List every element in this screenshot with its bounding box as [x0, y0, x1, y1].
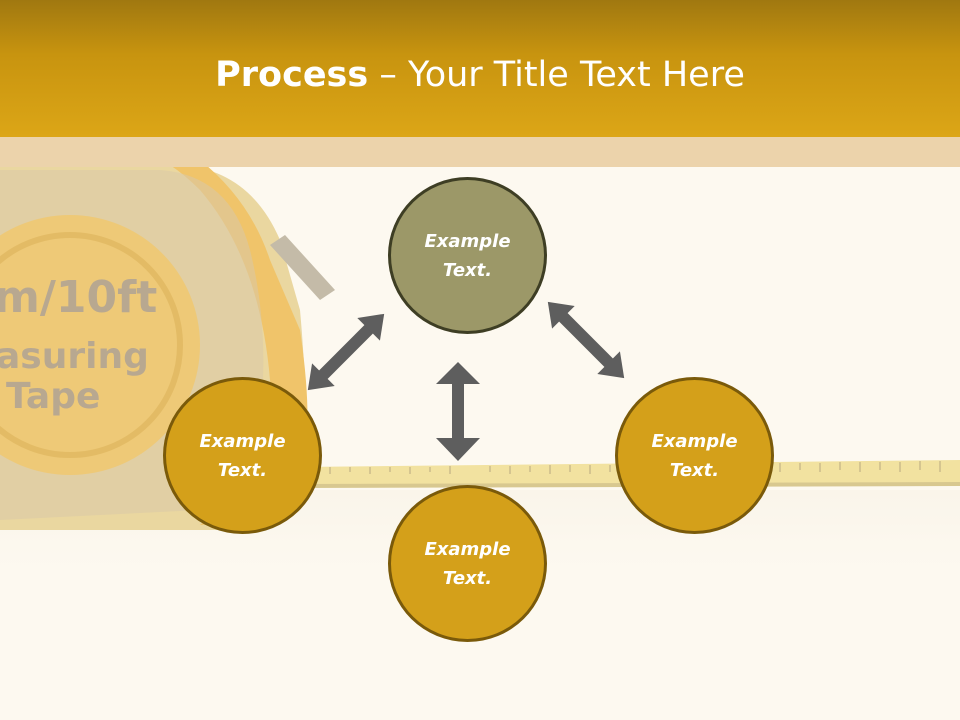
double-arrow-right-diagonal [547, 301, 625, 379]
title-rest: – Your Title Text Here [368, 55, 745, 95]
header-subband [0, 137, 960, 167]
process-circle-right: Example Text. [615, 377, 774, 534]
process-circle-left: Example Text. [163, 377, 322, 534]
double-arrow-vertical [436, 362, 480, 461]
tape-label-text: asuring [0, 336, 149, 377]
double-arrow-left-diagonal [307, 313, 385, 391]
process-circle-top: Example Text. [388, 177, 547, 334]
tape-label-text: m/10ft [0, 272, 157, 323]
slide-title: Process – Your Title Text Here [0, 52, 960, 98]
process-circle-bottom: Example Text. [388, 485, 547, 642]
header-bar [0, 0, 960, 137]
tape-label-text: Tape [6, 376, 100, 417]
title-bold: Process [215, 55, 369, 95]
